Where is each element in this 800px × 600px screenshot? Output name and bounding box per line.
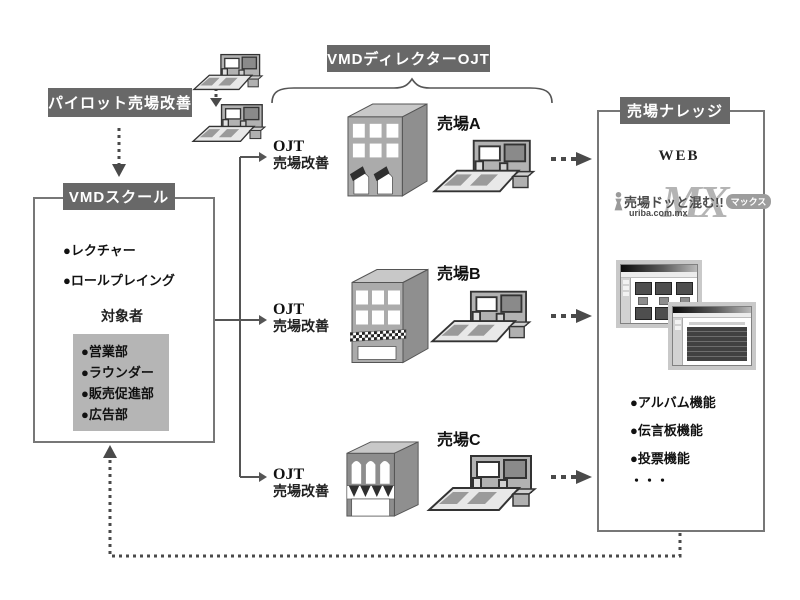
- laptop-icon-store-c: [426, 455, 538, 511]
- ojt-c-line2: 売場改善: [273, 483, 329, 499]
- arrowhead-pilot-to-school: [112, 164, 126, 177]
- target-item-sales: ●営業部: [81, 344, 128, 359]
- laptop-icon-top-2: [191, 104, 267, 142]
- pilot-improvement-label: パイロット売場改善: [48, 88, 192, 117]
- knowledge-title: 売場ナレッジ: [620, 97, 730, 124]
- feature-ellipsis: ・・・: [630, 473, 670, 488]
- arrowhead-laptop-top: [210, 98, 222, 107]
- ojt-b-line2: 売場改善: [273, 318, 329, 334]
- web-label: WEB: [658, 148, 700, 164]
- screenshot-nav: [621, 278, 631, 323]
- arrowhead-c-to-knowledge: [576, 470, 592, 484]
- screenshot-header-bar: [673, 307, 751, 313]
- school-item-roleplay: ●ロールプレイング: [63, 273, 175, 288]
- screenshot-toolbar: [673, 312, 751, 318]
- ojt-a-line1: OJT: [273, 138, 305, 155]
- school-item-lecture: ●レクチャー: [63, 243, 136, 258]
- branch-lines: [215, 156, 259, 478]
- ojt-a-line2: 売場改善: [273, 155, 329, 171]
- arrowhead-row-c: [259, 472, 267, 482]
- laptop-icon-store-b: [429, 290, 532, 343]
- store-b-label: 売場B: [437, 266, 481, 283]
- logo-max-chip: マックス: [725, 193, 772, 209]
- vmd-school-title: VMDスクール: [63, 183, 175, 210]
- screenshot-photo-area: [683, 318, 751, 365]
- logo-main-text: 売場ドッと混む!!: [624, 194, 724, 210]
- store-c-label: 売場C: [437, 432, 481, 449]
- store-b-building-icon: [350, 268, 429, 364]
- arrowhead-row-b: [259, 315, 267, 325]
- arrowhead-row-a: [259, 152, 267, 162]
- arrowhead-b-to-knowledge: [576, 309, 592, 323]
- logo-mx-letters: MX: [661, 176, 730, 227]
- screenshot-thumb-grid: [631, 278, 697, 323]
- web-screenshot-photo: [668, 302, 756, 370]
- person-icon: [614, 191, 623, 211]
- store-a-label: 売場A: [437, 116, 481, 133]
- feedback-loop: [108, 457, 682, 558]
- arrowhead-a-to-knowledge: [576, 152, 592, 166]
- ojt-b-line1: OJT: [273, 301, 305, 318]
- target-audience-box: ●営業部 ●ラウンダー ●販売促進部 ●広告部: [73, 334, 169, 431]
- feature-message-board: ●伝言板機能: [630, 423, 703, 438]
- ojt-c-line1: OJT: [273, 466, 305, 483]
- feature-voting: ●投票機能: [630, 451, 690, 466]
- arrowhead-feedback: [103, 445, 117, 458]
- store-c-building-icon: [346, 441, 419, 517]
- feature-album: ●アルバム機能: [630, 395, 716, 410]
- ojt-label-b: OJT 売場改善: [273, 301, 329, 335]
- uriba-logo: MX 売場ドッと混む!! マックス uriba.com.mx: [613, 176, 772, 229]
- screenshot-header-bar: [621, 265, 697, 272]
- ojt-label-a: OJT 売場改善: [273, 138, 329, 172]
- logo-domain-text: uriba.com.mx: [629, 208, 688, 218]
- screenshot-toolbar: [621, 272, 697, 278]
- brace: [271, 77, 553, 104]
- ojt-label-c: OJT 売場改善: [273, 466, 329, 500]
- laptop-icon-store-a: [432, 139, 536, 193]
- vmd-director-ojt-label: VMDディレクターOJT: [327, 45, 490, 72]
- target-item-rounder: ●ラウンダー: [81, 365, 154, 380]
- screenshot-nav: [673, 318, 683, 365]
- laptop-icon-top-1: [192, 53, 264, 91]
- target-item-promotion: ●販売促進部: [81, 386, 154, 401]
- target-item-advertising: ●広告部: [81, 407, 128, 422]
- store-a-building-icon: [347, 103, 428, 197]
- target-audience-label: 対象者: [101, 308, 143, 324]
